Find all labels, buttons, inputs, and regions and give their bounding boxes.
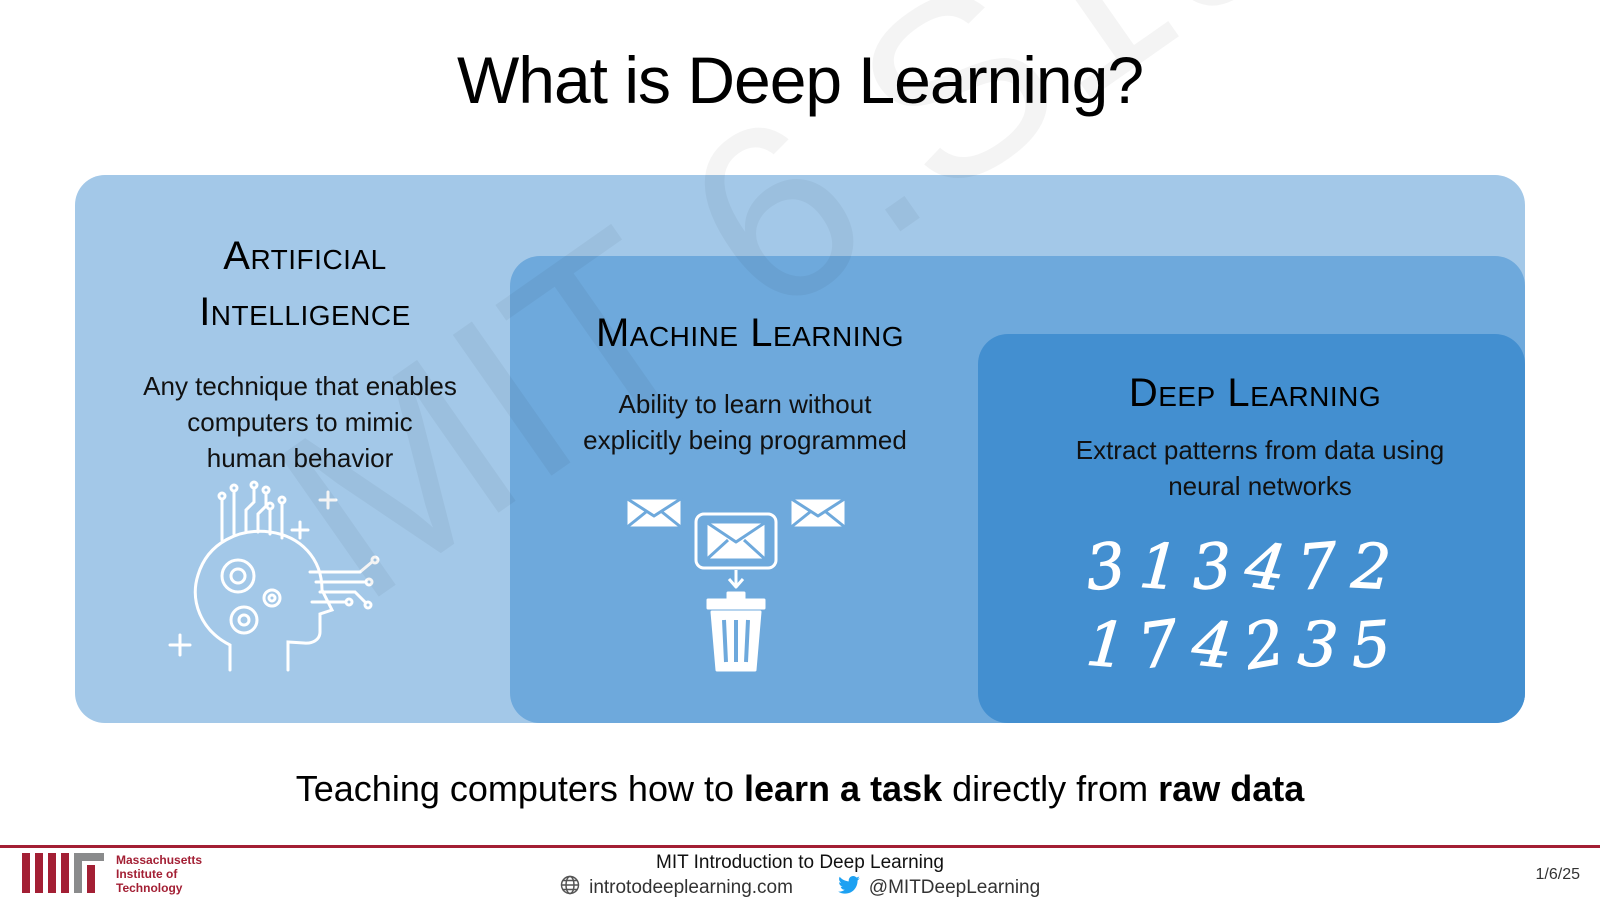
digit-1-6: 2 [1349,530,1393,604]
digit-2-4: 2 [1238,605,1291,684]
ml-desc-line2: explicitly being programmed [583,425,907,455]
ml-heading: Machine Learning [595,311,905,355]
digit-1-3: 3 [1190,530,1233,604]
mit-name-line1: Massachusetts [116,853,203,867]
ai-heading-line2: Intelligence [199,290,411,334]
tagline-part2: directly from [942,768,1159,809]
dl-desc-line1: Extract patterns from data using [1075,435,1445,465]
mit-name-line3: Technology [116,881,183,895]
footer-course: MIT Introduction to Deep Learning [656,852,944,873]
ai-description: Any technique that enables computers to … [110,368,490,476]
tagline-bold1: learn a task [744,768,943,809]
ml-description: Ability to learn without explicitly bein… [545,386,945,458]
digit-1-1: 3 [1082,530,1129,605]
brain-circuit-icon [168,480,380,672]
digit-2-6: 5 [1349,607,1393,683]
dl-desc-line2: neural networks [1168,471,1352,501]
ai-desc-line1: Any technique that enables [143,371,457,401]
dl-heading: Deep Learning [1128,371,1382,415]
mit-name-line2: Institute of [116,867,178,881]
digit-2-2: 7 [1134,606,1184,684]
tagline: Teaching computers how to learn a task d… [0,768,1600,810]
twitter-icon [837,876,860,900]
tagline-bold2: raw data [1158,768,1305,809]
digit-1-2: 1 [1137,530,1181,604]
mit-logo [22,853,104,893]
dl-panel [978,334,1525,723]
email-to-trash-icon [624,496,848,672]
digit-1-5: 7 [1295,530,1341,605]
footer-links: introtodeeplearning.com @MITDeepLearning [0,875,1600,901]
globe-icon [560,875,580,901]
digit-2-5: 3 [1296,607,1340,683]
slide-date: 1/6/25 [1535,866,1580,883]
ml-desc-line1: Ability to learn without [618,389,872,419]
dl-description: Extract patterns from data using neural … [1015,432,1505,504]
tagline-part1: Teaching computers how to [295,768,744,809]
mit-name: Massachusetts Institute of Technology [116,853,202,895]
digit-2-1: 1 [1083,606,1129,682]
website-link[interactable]: introtodeeplearning.com [589,877,793,898]
ai-desc-line2: computers to mimic [187,407,413,437]
digit-1-4: 4 [1240,530,1290,605]
footer-rule [0,845,1600,848]
ai-heading: Artificial Intelligence [100,228,510,340]
ai-desc-line3: human behavior [206,443,394,473]
twitter-link[interactable]: @MITDeepLearning [868,877,1041,898]
slide-title: What is Deep Learning? [456,43,1144,117]
ai-heading-line1: Artificial [223,234,387,278]
digit-2-3: 4 [1188,606,1236,683]
